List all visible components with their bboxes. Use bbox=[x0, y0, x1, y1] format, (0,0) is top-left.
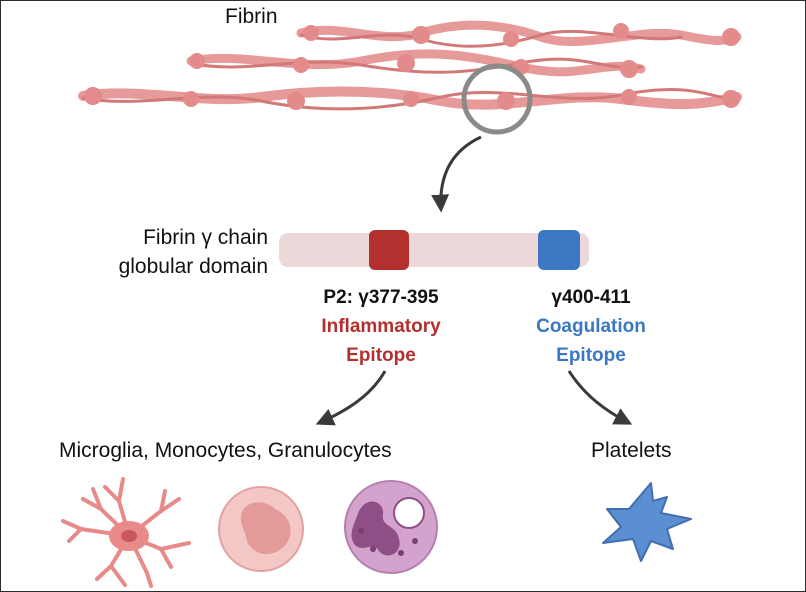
platelet-icon bbox=[602, 482, 692, 562]
inflammatory-arrow bbox=[315, 370, 387, 426]
epitope-range: γ400-411 bbox=[551, 287, 631, 308]
epitope-name: Epitope bbox=[346, 345, 416, 366]
domain-bar bbox=[279, 233, 589, 267]
zoom-circle bbox=[461, 63, 533, 135]
fibrin-strand bbox=[186, 49, 646, 77]
zoom-arrow bbox=[431, 135, 482, 213]
epitope-name: Inflammatory bbox=[321, 316, 441, 337]
epitope-range: P2: γ377-395 bbox=[323, 287, 439, 308]
coagulation-arrow bbox=[567, 370, 633, 425]
microglia-icon bbox=[61, 477, 191, 588]
fibrin-fibers bbox=[78, 20, 742, 111]
inflammatory-epitope-label: P2: γ377-395 Inflammatory Epitope bbox=[301, 283, 461, 370]
monocyte-icon bbox=[218, 486, 304, 572]
gamma-chain-label: Fibrin γ chain globular domain bbox=[63, 223, 268, 281]
fibrin-nodes bbox=[84, 23, 740, 110]
epitope-name: Coagulation bbox=[536, 316, 646, 337]
gamma-chain-label-line: Fibrin γ chain bbox=[143, 226, 268, 249]
inflammatory-epitope-marker bbox=[369, 230, 409, 270]
fibrin-label: Fibrin bbox=[225, 5, 278, 28]
platelets-label: Platelets bbox=[591, 439, 672, 462]
fibrin-strand bbox=[296, 20, 742, 48]
immune-cells-label: Microglia, Monocytes, Granulocytes bbox=[59, 439, 392, 462]
epitope-name: Epitope bbox=[556, 345, 626, 366]
coagulation-epitope-label: γ400-411 Coagulation Epitope bbox=[511, 283, 671, 370]
coagulation-epitope-marker bbox=[538, 230, 580, 270]
granulocyte-icon bbox=[344, 480, 438, 574]
gamma-chain-label-line: globular domain bbox=[118, 255, 268, 278]
